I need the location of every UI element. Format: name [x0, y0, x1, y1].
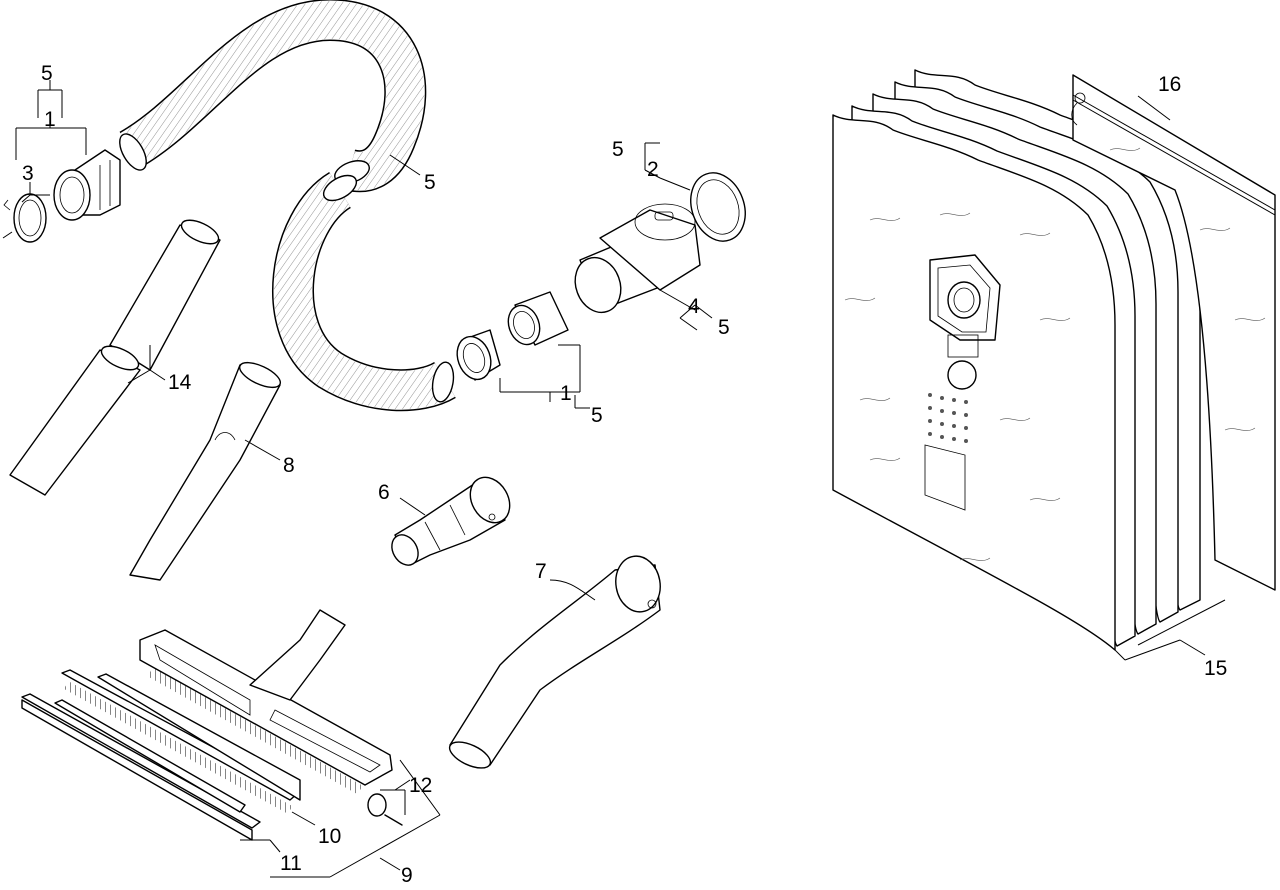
- hose-connector-top: [53, 149, 121, 221]
- rubber-strips: [21, 693, 261, 841]
- filter-bags: [832, 69, 1201, 651]
- callout-hose-connector-pair: 1: [44, 108, 56, 131]
- callout-group-top-left: [15, 80, 87, 203]
- callout-group-rubber: [240, 839, 281, 853]
- callout-rubber-strips: 11: [280, 852, 302, 875]
- callout-bend: 7: [535, 560, 547, 583]
- callout-reducer: 6: [378, 481, 390, 504]
- extension-tubes: [9, 219, 221, 496]
- callout-group-adapter: [659, 289, 713, 331]
- leader-brush: [291, 811, 316, 826]
- bend-elbow: [448, 555, 661, 769]
- callout-group-floor-nozzle: [270, 759, 441, 878]
- callout-floor-nozzle: 9: [401, 864, 413, 887]
- seal-ring: [690, 172, 746, 242]
- suction-hose: [119, 0, 456, 412]
- callout-connector-pair-lower: 1: [560, 382, 572, 405]
- callout-adapter: 4: [688, 295, 700, 318]
- leader-reducer: [399, 497, 426, 516]
- reducer-piece: [391, 476, 511, 566]
- callout-crevice-nozzle: 8: [283, 454, 295, 477]
- filter-cover: [1071, 74, 1276, 591]
- leader-crevice: [244, 439, 281, 461]
- floor-nozzle: [139, 609, 393, 795]
- hose-adapter: [574, 203, 701, 314]
- callout-group-lower-connectors: [499, 344, 590, 409]
- leader-filter-cover: [1137, 95, 1171, 121]
- callout-group-seal: [644, 142, 691, 191]
- crevice-nozzle: [129, 361, 281, 581]
- callout-hose-kit-top: 5: [41, 62, 53, 85]
- callout-group-wheel: [380, 779, 411, 815]
- callout-connector-kit-lower: 5: [591, 404, 603, 427]
- callout-seal-ring-kit: 5: [612, 138, 624, 161]
- hose-connector-lower: [456, 291, 569, 381]
- callout-group-filter-bags: [1114, 599, 1226, 661]
- callout-filter-bags: 15: [1204, 657, 1227, 680]
- leader-hose: [389, 154, 421, 176]
- hose-clamp: [2, 193, 47, 243]
- wheel-kit: [367, 793, 403, 826]
- callout-adapter-kit: 5: [718, 316, 730, 339]
- callout-brush-strips: 10: [318, 825, 341, 848]
- brush-strips: [61, 669, 301, 814]
- callout-group-tubes: [127, 345, 166, 384]
- callout-hose: 5: [424, 171, 436, 194]
- callout-seal-ring: 2: [647, 158, 659, 181]
- leader-bend: [549, 579, 596, 601]
- callout-filter-cover: 16: [1158, 73, 1181, 96]
- callout-clamp: 3: [22, 162, 34, 185]
- callout-extension-tubes: 14: [168, 371, 192, 394]
